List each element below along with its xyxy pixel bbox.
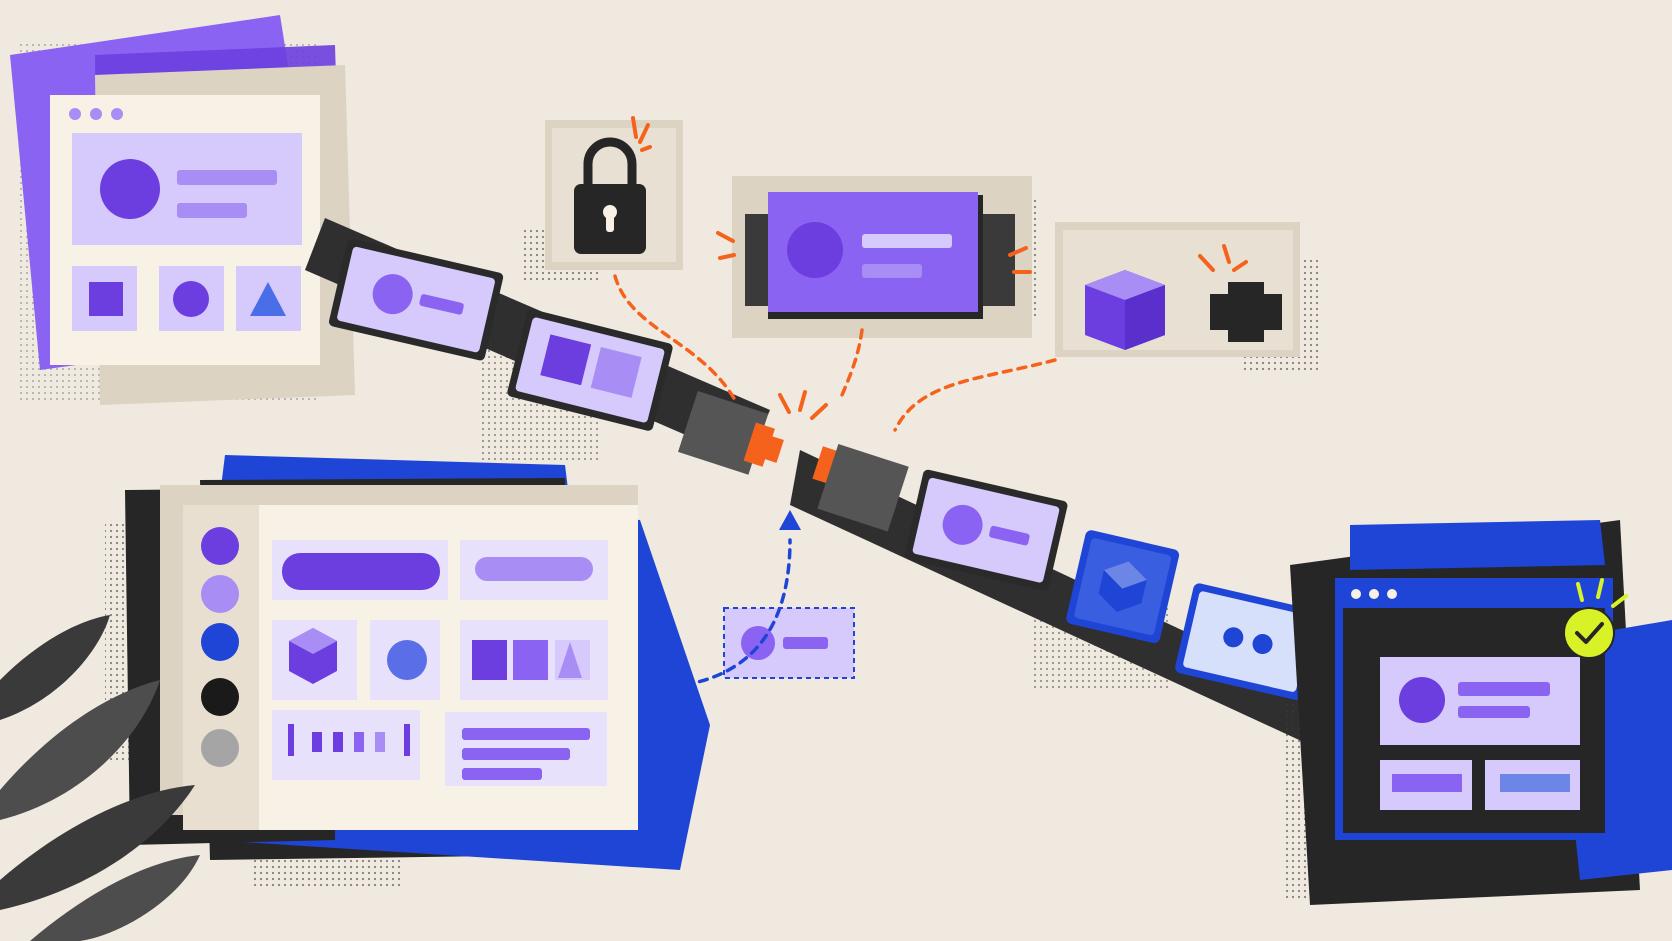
break-spark-icon (778, 390, 828, 420)
component-chain-upper (305, 218, 784, 475)
component-chain-lower (790, 443, 1330, 745)
lock-card (520, 116, 683, 280)
circle-icon (387, 640, 427, 680)
check-icon (1575, 622, 1604, 644)
color-palette (183, 505, 259, 830)
top-left-window-stack (10, 15, 355, 405)
connector-plug-left (743, 422, 775, 467)
chain-connector-right (817, 443, 909, 532)
puzzle-connector-icon (1210, 282, 1282, 342)
decorative-leaves (0, 615, 200, 941)
success-badge (1563, 607, 1615, 659)
alert-spark-icon (631, 116, 652, 152)
bar-scale-sample (288, 724, 410, 756)
cube-connector-card (1055, 222, 1320, 370)
incompatible-component-card (716, 176, 1040, 338)
blue-dashed-connection (638, 510, 801, 690)
alert-spark-icon (716, 231, 1032, 274)
pill-button-sample (282, 553, 440, 590)
square-icon (89, 282, 123, 316)
circle-icon (173, 281, 209, 317)
orange-dashed-connections (613, 274, 1057, 432)
arrow-up-icon (779, 510, 801, 530)
alert-spark-icon (1198, 244, 1248, 272)
avatar-circle-icon (100, 159, 160, 219)
success-spark-icon (1576, 578, 1628, 608)
lock-icon (574, 137, 646, 254)
cube-icon (1085, 270, 1165, 350)
dragged-component (723, 607, 855, 679)
design-system-board (105, 455, 710, 890)
window-dots-icon (69, 108, 123, 120)
chain-connector-left (678, 391, 769, 475)
window-dots-icon (1351, 589, 1397, 599)
final-window-stack (1285, 520, 1672, 905)
triangle-icon (250, 282, 286, 316)
cube-icon (289, 628, 337, 684)
